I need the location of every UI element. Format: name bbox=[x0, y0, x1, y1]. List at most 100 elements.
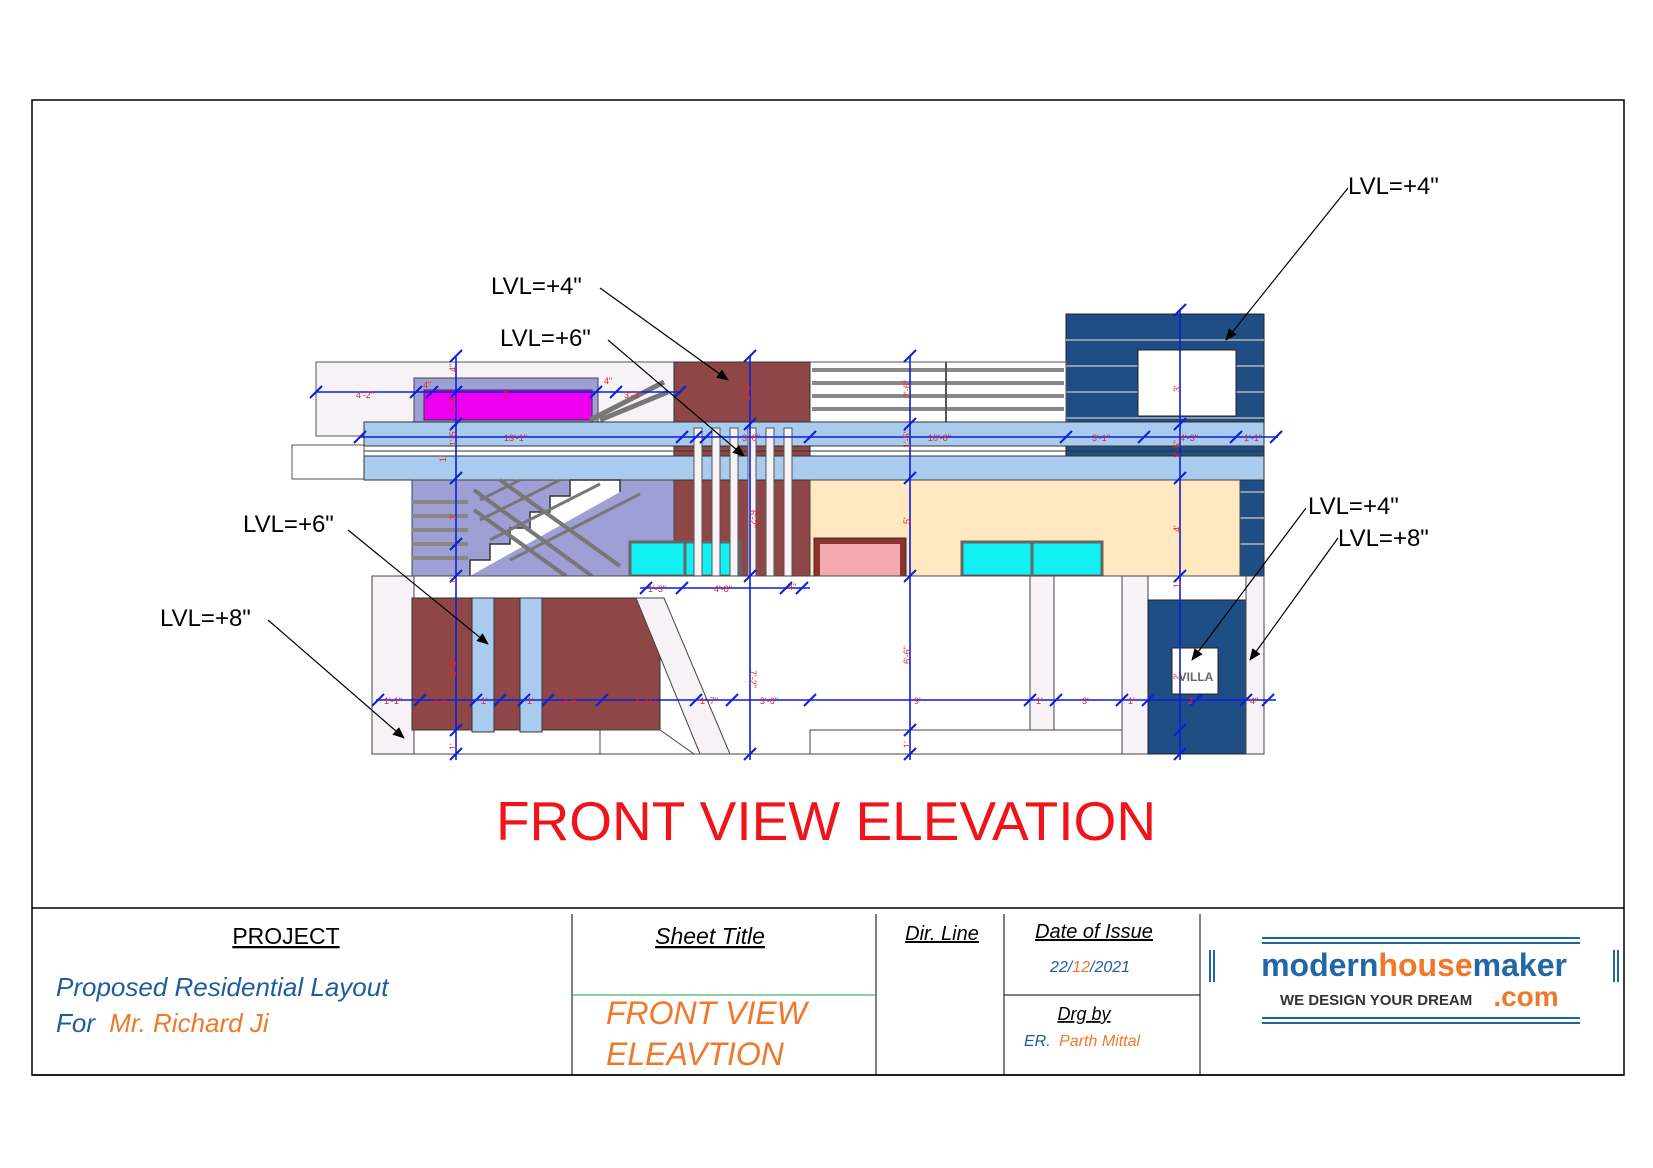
dim-label: 1'-5" bbox=[448, 428, 458, 446]
dim-label: 4" bbox=[604, 376, 612, 386]
dim-label: 3' bbox=[448, 513, 458, 520]
ground-right-panel bbox=[1245, 575, 1265, 755]
left-slats bbox=[412, 500, 468, 560]
level-callout: LVL=+8" bbox=[1338, 525, 1429, 552]
dim-label: 4'-3" bbox=[1180, 433, 1198, 443]
left-projection bbox=[291, 444, 365, 480]
dim-label: 4" bbox=[1250, 696, 1258, 706]
dim-label: 2'-6" bbox=[902, 380, 912, 398]
ground-slanted-column bbox=[635, 597, 731, 755]
dimension-ticks bbox=[309, 303, 1283, 761]
level-callout: LVL=+6" bbox=[500, 325, 591, 352]
level-callout: LVL=+4" bbox=[1308, 493, 1399, 520]
terrace-railing-slats bbox=[812, 368, 1064, 411]
parapet-band-lower bbox=[363, 455, 1265, 481]
dim-label: 1'-1" bbox=[1244, 433, 1262, 443]
company-logo: modernhousemaker WE DESIGN YOUR DREAM .c… bbox=[1209, 937, 1619, 1024]
dim-label: 2'-6" bbox=[562, 696, 580, 706]
level-callout: LVL=+4" bbox=[1348, 173, 1439, 200]
dim-label: 3' bbox=[1082, 696, 1089, 706]
level-callouts: LVL=+4" LVL=+6" LVL=+6" LVL=+8" LVL=+4" … bbox=[160, 173, 1439, 632]
sheet-title-line1: FRONT VIEW bbox=[606, 995, 810, 1031]
dim-label: 1' bbox=[481, 696, 488, 706]
dim-label: 1' bbox=[1128, 696, 1135, 706]
dimension-labels: 4'-2" 4" 7' 4" 3'-3" 13'-1" 3'-0" 10'-8"… bbox=[356, 376, 1262, 706]
project-for: For bbox=[56, 1008, 96, 1038]
dim-label: 1' bbox=[902, 741, 912, 748]
dim-label: 4" bbox=[423, 380, 431, 390]
stair-top-rail bbox=[588, 379, 669, 423]
vertical-dimension-labels: 4" 1'-6" 1'-5" 1' 3' 1' 5'-6" 1' 2'-9" 6… bbox=[438, 364, 1182, 750]
dim-label: 1' bbox=[448, 577, 458, 584]
dim-label: 4' bbox=[1172, 525, 1182, 532]
drawn-by-name: Parth Mittal bbox=[1059, 1033, 1140, 1050]
level-callout: LVL=+8" bbox=[160, 605, 251, 632]
level-callout-leaders bbox=[267, 187, 1349, 739]
dim-label: 6'-2" bbox=[748, 510, 758, 528]
sheet-title-line2: ELEAVTION bbox=[606, 1036, 785, 1072]
ground-pillar-a bbox=[1029, 575, 1055, 731]
drawing-title: FRONT VIEW ELEVATION bbox=[496, 790, 1156, 852]
dim-label: 1'-7" bbox=[700, 696, 718, 706]
ground-left-panel bbox=[371, 575, 415, 755]
dim-label: 2'-9" bbox=[742, 382, 752, 400]
dim-label: 1'-3" bbox=[648, 584, 666, 594]
stair-cross-rail bbox=[479, 478, 641, 562]
dimension-lines bbox=[316, 310, 1278, 760]
dim-label: 1'-1" bbox=[384, 696, 402, 706]
ground-step bbox=[599, 729, 696, 755]
dim-label: 4" bbox=[448, 364, 458, 372]
project-label: PROJECT bbox=[232, 923, 339, 949]
project-name: Proposed Residential Layout bbox=[56, 972, 390, 1002]
drawn-by-value: ER. Parth Mittal bbox=[1024, 1033, 1140, 1050]
date-of-issue-value: 22/12/2021 bbox=[1049, 959, 1130, 976]
tower-opening bbox=[1137, 349, 1237, 417]
ground-column-a bbox=[471, 597, 495, 733]
villa-nameplate: VILLA bbox=[1179, 670, 1214, 684]
dim-label: 6'-6" bbox=[902, 646, 912, 664]
dim-label: 1' bbox=[448, 743, 458, 750]
dim-label: 5'-6" bbox=[448, 658, 458, 676]
ground-column-b bbox=[519, 597, 543, 733]
dim-label: 3'-11" bbox=[634, 696, 656, 706]
dim-label: 3'-3" bbox=[624, 390, 642, 400]
project-client: Mr. Richard Ji bbox=[109, 1008, 270, 1038]
stair-diagonal-rail bbox=[472, 478, 622, 578]
dim-label: 4" bbox=[788, 582, 796, 592]
ground-pillar-b bbox=[1121, 575, 1149, 755]
drawn-by-prefix: ER. bbox=[1024, 1033, 1051, 1050]
dim-label: 1'-6" bbox=[448, 394, 458, 412]
date-of-issue-label: Date of Issue bbox=[1035, 921, 1153, 943]
dim-label: 10'-8" bbox=[928, 433, 951, 443]
dim-label: 4'-8" bbox=[714, 584, 732, 594]
dim-label: 2' bbox=[1188, 696, 1195, 706]
dim-label: 2' bbox=[1172, 673, 1182, 680]
dim-label: 1' bbox=[1172, 581, 1182, 588]
dim-label: 3'-1" bbox=[1092, 433, 1110, 443]
dim-label: 9' bbox=[914, 696, 921, 706]
dim-label: 1'-5" bbox=[902, 430, 912, 448]
ground-plinth bbox=[809, 729, 1123, 755]
dir-line-label: Dir. Line bbox=[905, 923, 979, 945]
dim-label: 3'-6" bbox=[760, 696, 778, 706]
dim-label: 5' bbox=[902, 517, 912, 524]
dim-label: 4'-2" bbox=[356, 390, 374, 400]
front-elevation-drawing: VILLA bbox=[160, 173, 1439, 852]
dim-label: 1' bbox=[527, 696, 534, 706]
dim-label: 13'-1" bbox=[504, 433, 527, 443]
dim-label: 2'-6" bbox=[432, 696, 450, 706]
project-client-line: For Mr. Richard Ji bbox=[56, 1008, 270, 1038]
logo-tagline: WE DESIGN YOUR DREAM bbox=[1280, 992, 1472, 1009]
title-block: PROJECT Proposed Residential Layout For … bbox=[32, 907, 1624, 1075]
dim-label: 7' bbox=[503, 390, 510, 400]
level-callout: LVL=+6" bbox=[243, 511, 334, 538]
dim-label: 7'-2" bbox=[748, 670, 758, 688]
dim-label: 2'-5" bbox=[1172, 440, 1182, 458]
pink-window bbox=[820, 544, 900, 576]
dim-label: 3'-0" bbox=[742, 433, 760, 443]
logo-wordmark: modernhousemaker bbox=[1261, 947, 1567, 983]
dim-label: 1' bbox=[438, 455, 448, 462]
dim-label: 1' bbox=[1036, 696, 1043, 706]
dim-label: 3' bbox=[1172, 385, 1182, 392]
